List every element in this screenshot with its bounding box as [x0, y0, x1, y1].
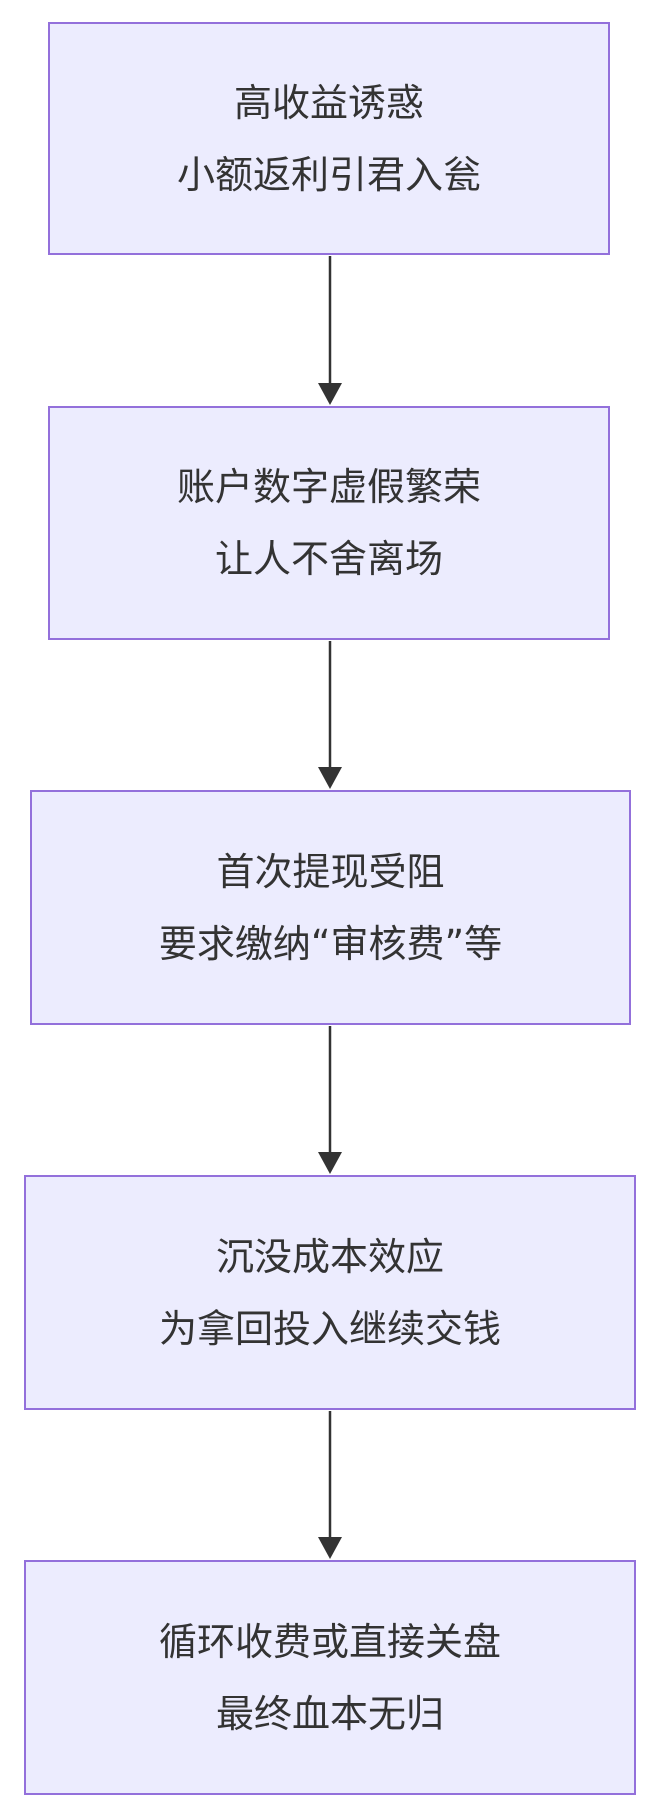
step-2-detail: 让人不舍离场	[214, 537, 443, 581]
flow-step-withdrawal-blocked: 首次提现受阻 要求缴纳“审核费”等	[30, 790, 631, 1025]
arrow-4-to-5	[318, 1411, 342, 1559]
step-4-detail: 为拿回投入继续交钱	[158, 1306, 501, 1351]
step-1-title: 高收益诱惑	[233, 80, 424, 125]
step-1-detail: 小额返利引君入瓮	[176, 152, 481, 197]
arrow-3-to-4	[318, 1026, 342, 1174]
flow-step-sunk-cost: 沉没成本效应 为拿回投入继续交钱	[24, 1175, 636, 1410]
step-3-detail: 要求缴纳“审核费”等	[158, 921, 503, 966]
arrow-1-to-2	[318, 256, 342, 405]
step-4-title: 沉没成本效应	[215, 1234, 444, 1279]
flow-step-high-return-lure: 高收益诱惑 小额返利引君入瓮	[48, 22, 610, 255]
flow-step-false-prosperity: 账户数字虚假繁荣 让人不舍离场	[48, 406, 610, 640]
step-3-title: 首次提现受阻	[216, 849, 445, 894]
flow-step-total-loss: 循环收费或直接关盘 最终血本无归	[24, 1560, 636, 1795]
arrow-2-to-3	[318, 641, 342, 789]
step-2-title: 账户数字虚假繁荣	[176, 465, 481, 509]
step-5-detail: 最终血本无归	[215, 1691, 444, 1736]
step-5-title: 循环收费或直接关盘	[158, 1619, 501, 1664]
